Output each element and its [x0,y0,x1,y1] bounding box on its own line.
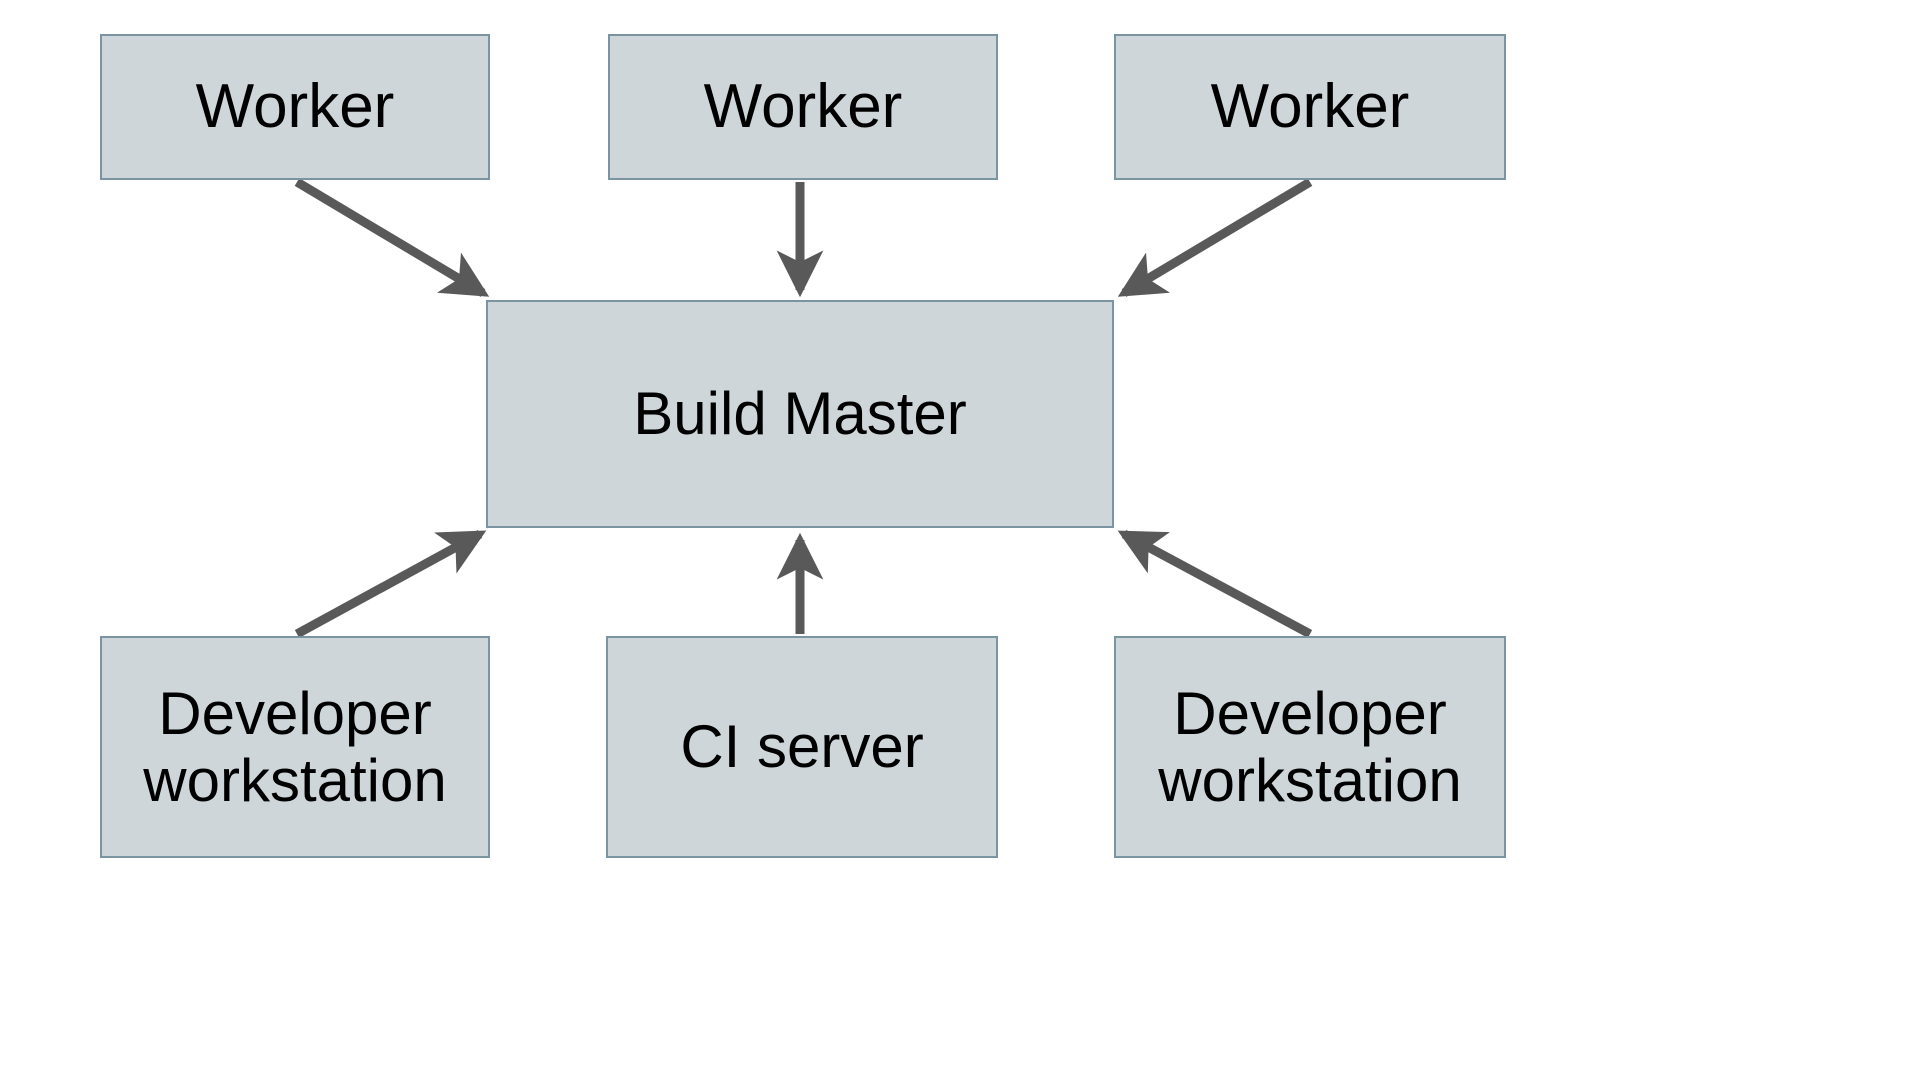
node-developer-workstation-left-label: Developer workstation [143,679,447,814]
node-worker-1[interactable]: Worker [100,34,490,180]
edge-worker-3-to-build-master [1117,178,1313,297]
node-worker-2[interactable]: Worker [608,34,998,180]
node-worker-3-label: Worker [1210,72,1410,142]
node-developer-workstation-left[interactable]: Developer workstation [100,636,490,858]
node-ci-server[interactable]: CI server [606,636,998,858]
node-ci-server-label: CI server [680,713,924,781]
node-build-master-label: Build Master [633,380,967,448]
edge-worker-1-to-build-master [294,178,490,297]
node-worker-1-label: Worker [195,72,395,142]
edge-dev-right-to-build-master [1117,530,1313,638]
node-worker-2-label: Worker [703,72,903,142]
edge-dev-left-to-build-master [294,530,487,638]
node-worker-3[interactable]: Worker [1114,34,1506,180]
node-developer-workstation-right-label: Developer workstation [1158,679,1462,814]
node-build-master[interactable]: Build Master [486,300,1114,528]
node-developer-workstation-right[interactable]: Developer workstation [1114,636,1506,858]
